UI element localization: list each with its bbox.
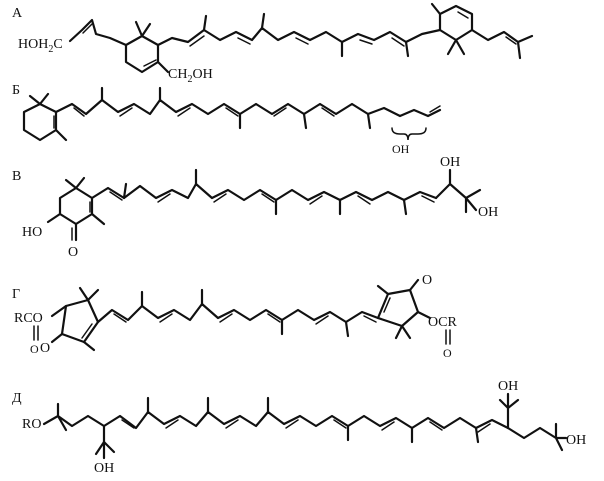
ch2oh-label: CH2OH <box>168 67 213 85</box>
oh-right-label-e: OH <box>566 433 586 448</box>
ring-a-right <box>438 4 474 42</box>
structure-a: А HOH2C CH2OH <box>12 2 534 85</box>
o-ester-right-label: O <box>443 346 452 360</box>
structure-d: Г O RCO O O OCR O <box>12 273 457 360</box>
ho-label-c: HO <box>22 225 42 240</box>
o-ester-left-label: O <box>30 342 39 356</box>
o-ketone-right-label: O <box>422 273 432 288</box>
oh-label-b: OH <box>392 142 410 156</box>
hoh2c-label: HOH2C <box>18 37 63 55</box>
ring-a-central <box>124 34 160 74</box>
row-letter-a: А <box>12 6 23 21</box>
oh-top-label-c: OH <box>440 155 460 170</box>
oh-right-label-c: OH <box>478 205 498 220</box>
o-label-c: O <box>68 245 78 260</box>
ocr-label: OCR <box>428 315 457 330</box>
ring-b <box>22 102 58 142</box>
ring-d-right <box>376 288 420 328</box>
structure-b: Б OH <box>12 83 442 156</box>
oh-bottom-label-e: OH <box>94 461 114 476</box>
rco-label: RCO <box>14 311 43 326</box>
polyene-e <box>102 410 510 430</box>
polyene-b <box>54 98 442 118</box>
row-letter-e: Д <box>12 391 22 406</box>
o-carbonyl-left-label: O <box>40 341 50 356</box>
row-letter-c: В <box>12 169 21 184</box>
row-letter-d: Г <box>12 287 20 302</box>
row-letter-b: Б <box>12 83 20 98</box>
structure-c: В HO O OH OH <box>12 155 498 260</box>
ring-d-left <box>60 298 100 344</box>
chain-a-left <box>68 18 128 47</box>
ro-label: RO <box>22 417 41 432</box>
polyene-d <box>96 302 380 324</box>
ring-c <box>58 186 94 226</box>
structure-e: Д RO OH OH OH <box>12 379 586 476</box>
polyene-c <box>90 182 438 202</box>
oh-top-label-e: OH <box>498 379 518 394</box>
